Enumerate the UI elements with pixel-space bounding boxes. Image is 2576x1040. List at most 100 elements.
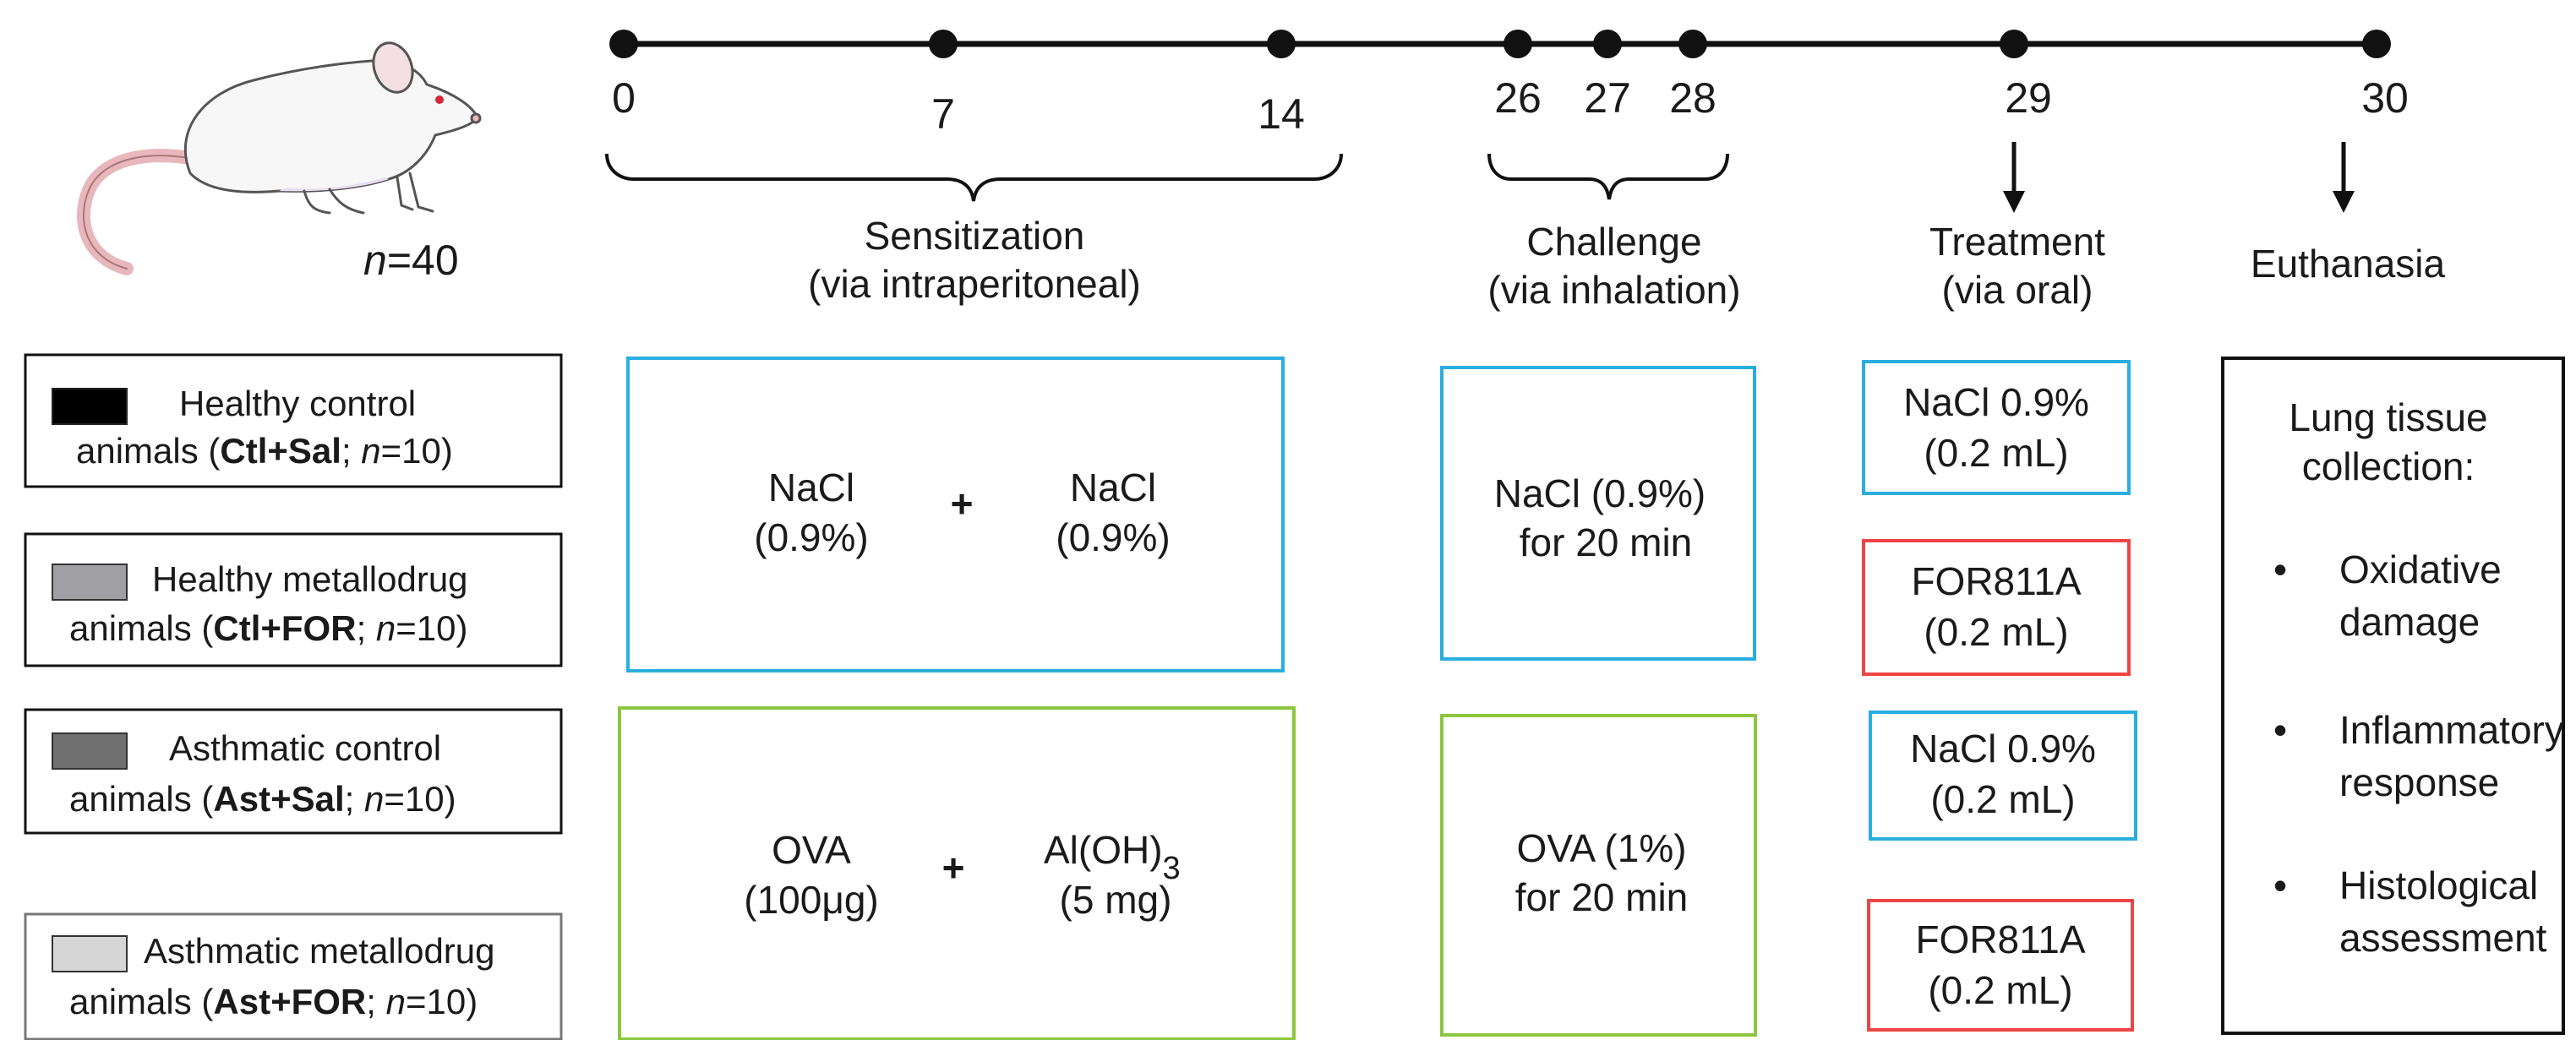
group-ast-for: Asthmatic metallodrug animals (Ast+FOR; …	[24, 912, 563, 1040]
collection-item-line2: assessment	[2339, 916, 2547, 960]
group-legend: Healthy control animals (Ctl+Sal; n=10) …	[24, 353, 563, 1040]
sensitization-title: Sensitization	[865, 214, 1085, 258]
treatment-agent: NaCl 0.9%	[1910, 727, 2096, 770]
mouse-ear	[372, 41, 414, 94]
group-label-line2: animals (Ctl+Sal; n=10)	[76, 431, 453, 471]
group-swatch	[52, 388, 128, 425]
day-label: 29	[2005, 74, 2052, 122]
group-label-line1: Asthmatic metallodrug	[144, 931, 495, 971]
challenge-route: (via inhalation)	[1487, 268, 1740, 312]
group-swatch	[52, 935, 128, 972]
day-label: 30	[2361, 74, 2409, 122]
treatment-volume: (0.2 mL)	[1924, 431, 2068, 475]
group-label-line2: animals (Ast+Sal; n=10)	[69, 779, 456, 819]
treatment-arrow	[2003, 142, 2025, 213]
challenge-box-asthmatic: OVA (1%) for 20 min	[1440, 714, 1757, 1037]
group-label-line2: animals (Ctl+FOR; n=10)	[69, 608, 468, 648]
treatment-volume: (0.2 mL)	[1928, 968, 2072, 1012]
mouse-nose	[470, 112, 482, 124]
timeline-dot-day-30	[2362, 30, 2391, 58]
collection-item: • Inflammatory response	[2273, 708, 2564, 804]
timeline-dot-day-26	[1504, 30, 1532, 58]
collection-item: • Oxidative damage	[2273, 547, 2502, 644]
day-label: 0	[612, 74, 636, 122]
treatment-agent: NaCl 0.9%	[1903, 380, 2089, 424]
collection-item-line2: damage	[2339, 600, 2480, 644]
agent-left-name: OVA	[772, 828, 851, 872]
treatment-title: Treatment	[1929, 220, 2105, 264]
treatment-box-1: NaCl 0.9% (0.2 mL)	[1862, 360, 2131, 495]
agent-right-name: Al(OH)3	[1044, 828, 1181, 886]
agent-right-dose: (5 mg)	[1060, 878, 1172, 922]
group-label-line2: animals (Ast+FOR; n=10)	[69, 982, 478, 1021]
sensitization-route: (via intraperitoneal)	[808, 262, 1141, 306]
day-label: 28	[1669, 74, 1716, 122]
group-label-line1: Asthmatic control	[169, 728, 441, 768]
collection-title-line2: collection:	[2302, 444, 2475, 488]
timeline-day-labels: 0 7 14 26 27 28 29 30	[612, 74, 2409, 138]
mouse-body	[183, 59, 479, 193]
group-label-line1: Healthy metallodrug	[152, 559, 468, 599]
treatment-agent: FOR811A	[1911, 559, 2081, 603]
challenge-agent: OVA (1%)	[1516, 826, 1686, 870]
challenge-duration: for 20 min	[1520, 520, 1693, 564]
euthanasia-title: Euthanasia	[2251, 242, 2446, 286]
agent-left-dose: (0.9%)	[754, 515, 868, 559]
treatment-route: (via oral)	[1942, 268, 2093, 312]
day-label: 14	[1258, 90, 1305, 138]
timeline-dot-day-0	[609, 30, 638, 58]
timeline-dot-day-7	[929, 30, 958, 58]
collection-item-line2: response	[2339, 760, 2499, 804]
group-ctl-sal: Healthy control animals (Ctl+Sal; n=10)	[24, 353, 563, 488]
phase-labels: Sensitization (via intraperitoneal) Chal…	[808, 214, 2445, 312]
timeline-dot-day-27	[1593, 30, 1622, 58]
collection-box: Lung tissue collection: • Oxidative dama…	[2221, 357, 2565, 1035]
bullet: •	[2273, 547, 2287, 591]
sensitization-brace	[605, 153, 1343, 202]
group-ast-sal: Asthmatic control animals (Ast+Sal; n=10…	[24, 708, 563, 835]
plus-sign: +	[942, 846, 965, 890]
mouse-eye	[435, 95, 444, 104]
timeline-dot-day-29	[2000, 30, 2028, 58]
mouse-front-leg	[396, 172, 434, 213]
challenge-agent: NaCl (0.9%)	[1494, 471, 1706, 515]
treatment-volume: (0.2 mL)	[1924, 610, 2068, 654]
euthanasia-arrow	[2333, 142, 2355, 213]
group-label-line1: Healthy control	[179, 384, 416, 423]
bullet: •	[2273, 863, 2287, 907]
group-swatch	[52, 732, 128, 770]
collection-item-line1: Oxidative	[2339, 547, 2502, 591]
bullet: •	[2273, 708, 2287, 752]
day-label: 26	[1494, 74, 1542, 122]
challenge-box-healthy: NaCl (0.9%) for 20 min	[1440, 366, 1756, 661]
treatment-box-2: FOR811A (0.2 mL)	[1862, 539, 2131, 676]
treatment-agent: FOR811A	[1915, 917, 2085, 961]
treatment-box-4: FOR811A (0.2 mL)	[1867, 899, 2134, 1032]
timeline-dot-day-28	[1678, 30, 1707, 58]
sensitization-box-healthy: NaCl (0.9%) + NaCl (0.9%)	[626, 357, 1285, 672]
group-swatch	[52, 564, 128, 601]
agent-left-dose: (100μg)	[744, 878, 878, 922]
agent-right-name: NaCl	[1070, 466, 1156, 509]
group-ctl-for: Healthy metallodrug animals (Ctl+FOR; n=…	[24, 532, 563, 667]
mouse-illustration	[76, 41, 482, 275]
collection-title-line1: Lung tissue	[2289, 395, 2487, 439]
mouse-tail-outline	[82, 155, 204, 270]
challenge-duration: for 20 min	[1515, 875, 1689, 919]
agent-left-name: NaCl	[768, 466, 854, 509]
collection-item: • Histological assessment	[2273, 863, 2547, 960]
treatment-box-3: NaCl 0.9% (0.2 mL)	[1869, 711, 2137, 841]
day-label: 27	[1584, 74, 1631, 122]
collection-item-line1: Inflammatory	[2339, 708, 2564, 752]
timeline-points	[609, 30, 2391, 58]
plus-sign: +	[951, 482, 974, 525]
mouse-belly	[279, 177, 389, 192]
mouse-n-label: n=40	[363, 237, 459, 284]
challenge-title: Challenge	[1526, 220, 1701, 264]
sensitization-box-asthmatic: OVA (100μg) + Al(OH)3 (5 mg)	[618, 706, 1296, 1040]
challenge-brace	[1487, 153, 1729, 200]
treatment-volume: (0.2 mL)	[1930, 777, 2075, 821]
mouse-hind-leg	[303, 188, 365, 215]
